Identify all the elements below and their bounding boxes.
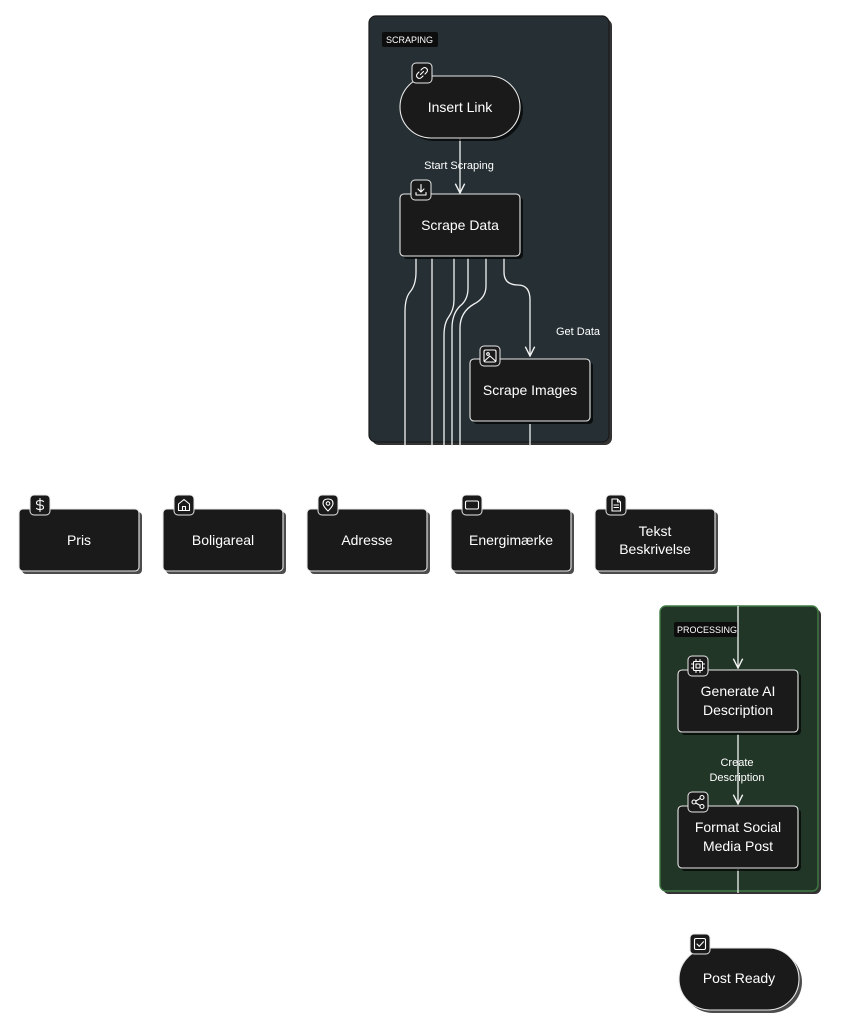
share-icon bbox=[687, 791, 709, 813]
edge-label-get-data: Get Data bbox=[556, 326, 601, 338]
node-tekst-beskrivelse[interactable]: Tekst Beskrivelse bbox=[594, 508, 718, 574]
node-format-social-label-line2: Media Post bbox=[703, 838, 773, 854]
home-icon bbox=[173, 494, 195, 516]
node-generate-ai-label-line2: Description bbox=[703, 702, 773, 718]
processing-group-label: PROCESSING bbox=[677, 625, 737, 635]
node-generate-ai-label-line1: Generate AI bbox=[701, 683, 776, 699]
rectangle-icon bbox=[461, 494, 483, 516]
node-energimaerke-label: Energimærke bbox=[469, 532, 553, 548]
cpu-icon bbox=[687, 655, 709, 677]
node-scrape-images-label: Scrape Images bbox=[483, 382, 577, 398]
node-format-social-label-line1: Format Social bbox=[695, 819, 781, 835]
node-scrape-data-label: Scrape Data bbox=[421, 217, 499, 233]
dollar-icon bbox=[29, 494, 51, 516]
node-tekst-label-line1: Tekst bbox=[639, 523, 672, 539]
node-post-ready[interactable]: Post Ready bbox=[678, 947, 802, 1013]
edges bbox=[404, 138, 738, 893]
node-post-ready-label: Post Ready bbox=[703, 970, 775, 986]
node-energimaerke[interactable]: Energimærke bbox=[450, 508, 574, 574]
node-insert-link[interactable]: Insert Link bbox=[399, 75, 523, 141]
download-icon bbox=[410, 179, 432, 201]
scraping-group-tag bbox=[382, 32, 438, 47]
node-boligareal-label: Boligareal bbox=[192, 532, 254, 548]
edge-get-data bbox=[503, 258, 530, 356]
node-generate-ai-description[interactable]: Generate AI Description bbox=[677, 669, 801, 735]
edge-label-create-line1: Create bbox=[720, 757, 753, 769]
node-adresse[interactable]: Adresse bbox=[306, 508, 430, 574]
edge-scrape-to-energimaerke bbox=[451, 258, 469, 446]
node-scrape-data[interactable]: Scrape Data bbox=[399, 193, 523, 259]
image-icon bbox=[479, 345, 501, 367]
map-pin-icon bbox=[317, 494, 339, 516]
edge-label-create-line2: Description bbox=[709, 772, 764, 784]
node-tekst-label-line2: Beskrivelse bbox=[619, 541, 691, 557]
link-icon bbox=[411, 62, 433, 84]
node-adresse-label: Adresse bbox=[341, 532, 393, 548]
edge-scrape-to-pris bbox=[404, 258, 417, 446]
node-pris-label: Pris bbox=[67, 532, 91, 548]
node-insert-link-label: Insert Link bbox=[428, 99, 494, 115]
node-format-social-media-post[interactable]: Format Social Media Post bbox=[677, 805, 801, 871]
processing-group-tag bbox=[674, 622, 738, 637]
scraping-group-label: SCRAPING bbox=[386, 35, 433, 45]
checkbox-icon bbox=[689, 933, 711, 955]
edge-scrape-to-tekst bbox=[459, 258, 487, 446]
edge-label-start-scraping: Start Scraping bbox=[424, 160, 494, 172]
edge-scrape-to-adresse bbox=[443, 258, 455, 446]
node-scrape-images[interactable]: Scrape Images bbox=[469, 358, 593, 424]
file-text-icon bbox=[605, 494, 627, 516]
node-pris[interactable]: Pris bbox=[18, 508, 142, 574]
node-boligareal[interactable]: Boligareal bbox=[162, 508, 286, 574]
